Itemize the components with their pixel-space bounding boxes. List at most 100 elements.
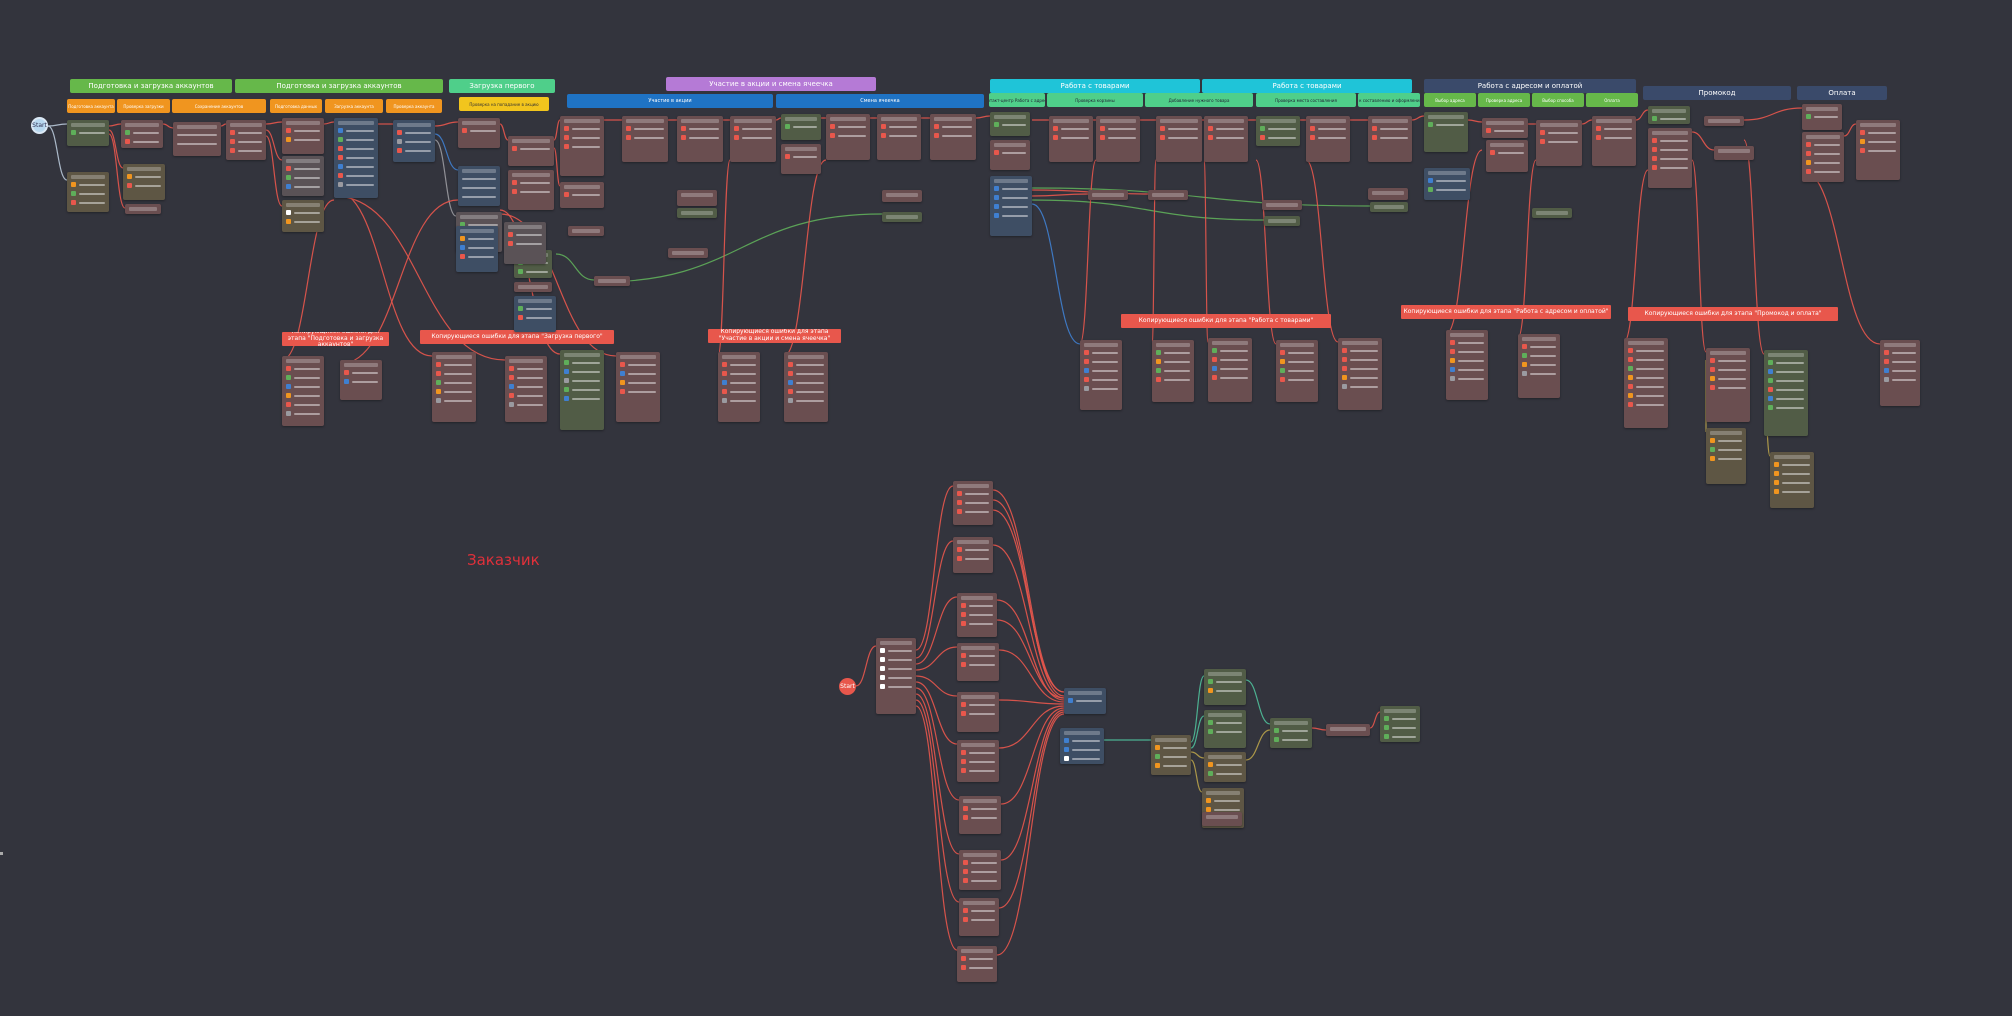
flow-node[interactable]	[1802, 132, 1844, 182]
flow-node[interactable]	[668, 248, 708, 258]
flow-node[interactable]	[1704, 116, 1744, 126]
flow-node[interactable]	[1424, 168, 1470, 200]
flow-node[interactable]	[1088, 190, 1128, 200]
flow-node[interactable]	[1706, 428, 1746, 484]
flow-node[interactable]	[1446, 330, 1488, 400]
subband-14[interactable]: Переход к составлению и оформлению заказ…	[1358, 93, 1420, 107]
subband-6[interactable]: Проверка аккаунта	[386, 99, 442, 113]
subband-13[interactable]: Проверка места составления	[1256, 93, 1356, 107]
flow-node[interactable]	[1326, 724, 1370, 736]
flow-node[interactable]	[930, 114, 976, 160]
flow-node[interactable]	[1096, 116, 1140, 162]
flow-node[interactable]	[1856, 120, 1900, 180]
flow-node[interactable]	[616, 352, 660, 422]
flow-node[interactable]	[677, 116, 723, 162]
flow-node[interactable]	[1764, 350, 1808, 436]
flow-node[interactable]	[959, 898, 999, 936]
flow-node[interactable]	[953, 537, 993, 573]
stage-band-goods-1[interactable]: Работа с товарами	[990, 79, 1200, 93]
subband-9[interactable]: Смена ячеечка	[776, 94, 984, 108]
flow-node[interactable]	[508, 136, 554, 166]
subband-5[interactable]: Загрузка аккаунта	[325, 99, 383, 113]
flow-node[interactable]	[393, 120, 435, 162]
subband-15[interactable]: Выбор адреса	[1424, 93, 1476, 107]
flow-node[interactable]	[957, 740, 999, 782]
flow-node[interactable]	[1368, 116, 1412, 162]
stage-band-goods-2[interactable]: Работа с товарами	[1202, 79, 1412, 93]
flow-node[interactable]	[1276, 340, 1318, 402]
flow-node[interactable]	[1204, 116, 1248, 162]
flow-node[interactable]	[121, 120, 163, 148]
flow-node[interactable]	[1624, 338, 1668, 428]
flow-node[interactable]	[1518, 334, 1560, 398]
stage-band-upload[interactable]: Загрузка первого	[449, 79, 555, 93]
flow-node[interactable]	[1264, 216, 1300, 226]
flow-node[interactable]	[560, 350, 604, 430]
flow-node[interactable]	[730, 116, 776, 162]
flow-node[interactable]	[504, 222, 546, 264]
flow-node[interactable]	[560, 182, 604, 208]
flow-node[interactable]	[1486, 140, 1528, 172]
flow-node[interactable]	[1370, 202, 1408, 212]
flow-node[interactable]	[125, 204, 161, 214]
flow-node[interactable]	[568, 226, 604, 236]
flow-node[interactable]	[1536, 120, 1582, 166]
flow-node[interactable]	[1306, 116, 1350, 162]
flow-node[interactable]	[957, 946, 997, 982]
flow-node[interactable]	[123, 164, 165, 200]
flow-node[interactable]	[990, 176, 1032, 236]
flow-node[interactable]	[1532, 208, 1572, 218]
flow-node[interactable]	[882, 212, 922, 222]
flow-node[interactable]	[1080, 340, 1122, 410]
flow-node[interactable]	[882, 190, 922, 202]
flow-node[interactable]	[677, 208, 717, 218]
flow-node[interactable]	[67, 172, 109, 212]
flow-node[interactable]	[282, 156, 324, 196]
stage-band-prep-2[interactable]: Подготовка и загрузка аккаунтов	[235, 79, 443, 93]
error-note-goods[interactable]: Копирующиеся ошибки для этапа "Работа с …	[1121, 314, 1331, 328]
flow-node[interactable]	[67, 120, 109, 146]
start-node-bottom[interactable]: Start	[839, 678, 856, 695]
subband-2[interactable]: Проверка загрузки	[117, 99, 170, 113]
subband-17[interactable]: Выбор способа	[1532, 93, 1584, 107]
flow-node[interactable]	[508, 170, 554, 210]
flow-node[interactable]	[622, 116, 668, 162]
flow-node[interactable]	[282, 118, 324, 154]
flow-node[interactable]	[1802, 104, 1842, 130]
flow-node[interactable]	[1380, 706, 1420, 742]
subband-1[interactable]: Подготовка аккаунта	[67, 99, 115, 113]
flow-node[interactable]	[953, 481, 993, 525]
stage-band-promocode[interactable]: Промокод	[1643, 86, 1791, 100]
flow-node[interactable]	[458, 118, 500, 148]
error-note-upload[interactable]: Копирующиеся ошибки для этапа "Загрузка …	[420, 330, 614, 344]
flow-node[interactable]	[959, 850, 1001, 890]
flow-node[interactable]	[1256, 116, 1300, 146]
flow-node[interactable]	[1208, 338, 1252, 402]
flow-node[interactable]	[173, 122, 221, 156]
flow-node[interactable]	[959, 796, 1001, 834]
stage-band-payment[interactable]: Оплата	[1797, 86, 1887, 100]
subband-16[interactable]: Проверка адреса	[1478, 93, 1530, 107]
flow-node[interactable]	[1424, 112, 1468, 152]
flow-node[interactable]	[226, 120, 266, 160]
flow-node[interactable]	[456, 226, 498, 272]
flow-node[interactable]	[957, 593, 997, 637]
error-note-address[interactable]: Копирующиеся ошибки для этапа "Работа с …	[1401, 305, 1611, 319]
flow-node[interactable]	[1204, 710, 1246, 748]
subband-10[interactable]: Контакт-центр Работа с адресом	[989, 93, 1045, 107]
flow-node[interactable]	[1338, 338, 1382, 410]
flow-node[interactable]	[458, 166, 500, 206]
flow-node[interactable]	[340, 360, 382, 400]
flow-node[interactable]	[594, 276, 630, 286]
flow-node[interactable]	[826, 114, 870, 160]
start-node-top[interactable]: Start	[31, 117, 48, 134]
flow-node[interactable]	[990, 112, 1030, 136]
subband-4[interactable]: Подготовка данных	[270, 99, 322, 113]
flow-node[interactable]	[514, 296, 556, 332]
flow-node[interactable]	[514, 282, 552, 292]
subband-11[interactable]: Проверка корзины	[1047, 93, 1143, 107]
flow-node[interactable]	[1368, 188, 1408, 200]
error-note-promo[interactable]: Копирующиеся ошибки для этапа "Участие в…	[708, 329, 841, 343]
flow-node[interactable]	[282, 356, 324, 426]
